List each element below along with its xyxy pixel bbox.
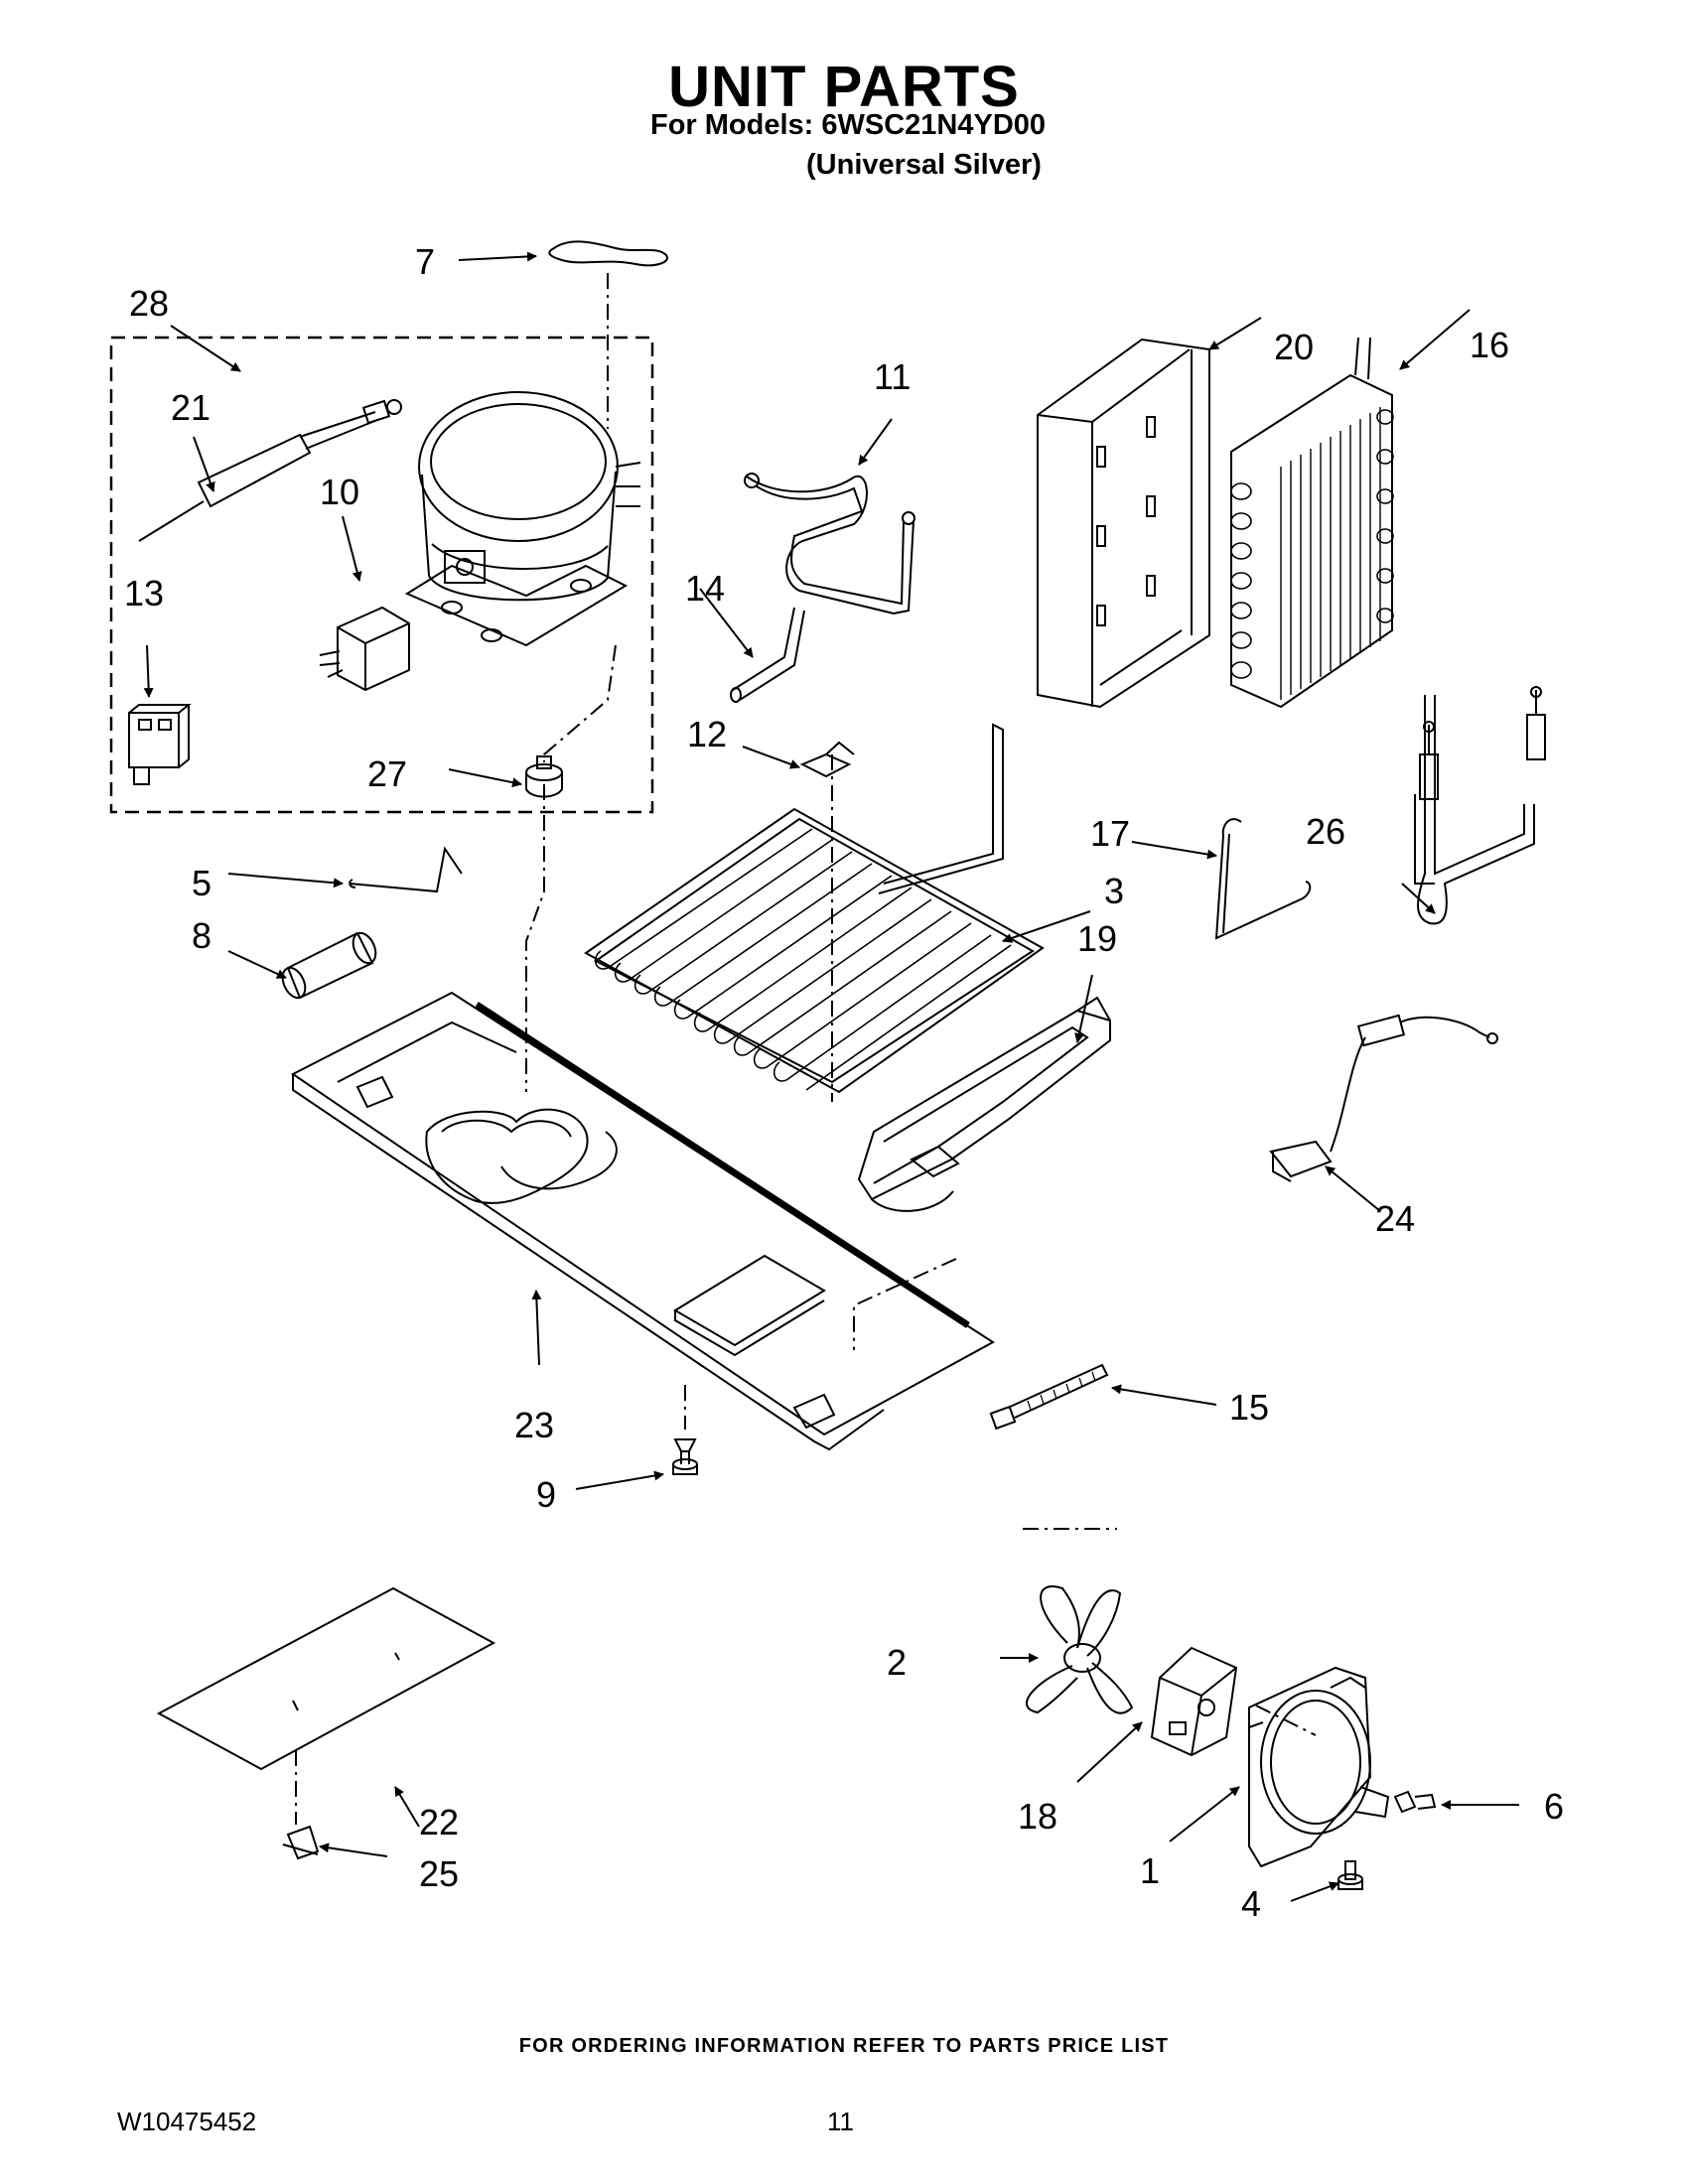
callout-11: 11: [874, 356, 911, 397]
page-number: 11: [827, 2107, 854, 2136]
compressor-group-box: [109, 336, 654, 814]
part-19-drain-pan: [857, 996, 1111, 1212]
part-6-screw: [1393, 1790, 1437, 1814]
part-16-evaporator: [1230, 337, 1394, 709]
part-21-drier: [138, 399, 402, 542]
callout-2: 2: [887, 1642, 907, 1683]
part-25-foot: [282, 1825, 320, 1860]
part-9-screw: [672, 1438, 698, 1475]
part-13-start-device: [128, 704, 192, 785]
callout-14: 14: [685, 568, 725, 609]
models-line: For Models: 6WSC21N4YD00: [650, 109, 1047, 141]
callout-1: 1: [1140, 1850, 1160, 1891]
part-26-tube-assembly: [1414, 686, 1546, 925]
part-12-clip: [799, 741, 855, 778]
part-14-tube-segment: [730, 607, 805, 703]
part-7-gasket: [548, 240, 668, 267]
callout-4: 4: [1241, 1883, 1261, 1924]
callout-15: 15: [1229, 1387, 1269, 1428]
callout-12: 12: [687, 714, 727, 754]
callout-18: 18: [1018, 1796, 1057, 1837]
part-22-cover: [156, 1586, 496, 1771]
part-23-base-plate: [291, 991, 995, 1451]
part-20-shroud: [1037, 338, 1210, 709]
callout-3: 3: [1104, 871, 1124, 911]
part-18-fan-motor: [1150, 1646, 1238, 1757]
part-15-cable-tie: [989, 1363, 1109, 1431]
callout-25: 25: [419, 1853, 459, 1894]
callout-28: 28: [129, 283, 169, 324]
callout-21: 21: [171, 387, 211, 428]
callout-13: 13: [124, 573, 164, 614]
callout-16: 16: [1470, 325, 1509, 365]
callout-27: 27: [367, 753, 407, 794]
callout-22: 22: [419, 1802, 459, 1843]
color-line: (Universal Silver): [806, 149, 1042, 181]
callout-7: 7: [415, 241, 435, 282]
alignment-lines: [295, 273, 1317, 1825]
part-8-insulator: [281, 931, 377, 1000]
callout-20: 20: [1274, 327, 1314, 367]
callout-9: 9: [536, 1474, 556, 1515]
part-2-fan-blade: [1026, 1585, 1134, 1714]
page-title: UNIT PARTS: [668, 55, 1020, 119]
part-1-fan-bracket: [1248, 1666, 1390, 1868]
callout-6: 6: [1544, 1786, 1564, 1827]
part-3-condenser: [584, 723, 1045, 1094]
part-17-clip: [1214, 818, 1312, 940]
part-24-power-cord: [1269, 1014, 1498, 1182]
callout-26: 26: [1306, 811, 1345, 852]
part-5-wire: [349, 846, 463, 893]
callout-10: 10: [320, 472, 359, 512]
callout-23: 23: [514, 1405, 554, 1445]
callout-labels: 7 28 21 10 13 11 14 12 27 20 16 5 8 17 3…: [124, 241, 1564, 1924]
base-plate-seal-strip: [475, 1002, 970, 1328]
callout-8: 8: [192, 915, 211, 956]
ordering-note: FOR ORDERING INFORMATION REFER TO PARTS …: [518, 2035, 1170, 2057]
callout-19: 19: [1077, 918, 1117, 959]
callout-5: 5: [192, 863, 211, 903]
part-4-screw: [1337, 1860, 1363, 1890]
callout-17: 17: [1090, 813, 1130, 854]
part-27-grommet: [525, 755, 563, 798]
document-number: W10475452: [117, 2107, 257, 2136]
compressor: [404, 391, 641, 647]
callout-24: 24: [1375, 1198, 1415, 1239]
part-11-tube: [744, 473, 915, 615]
part-10-relay: [319, 606, 410, 692]
leader-arrows: [143, 251, 1519, 1902]
